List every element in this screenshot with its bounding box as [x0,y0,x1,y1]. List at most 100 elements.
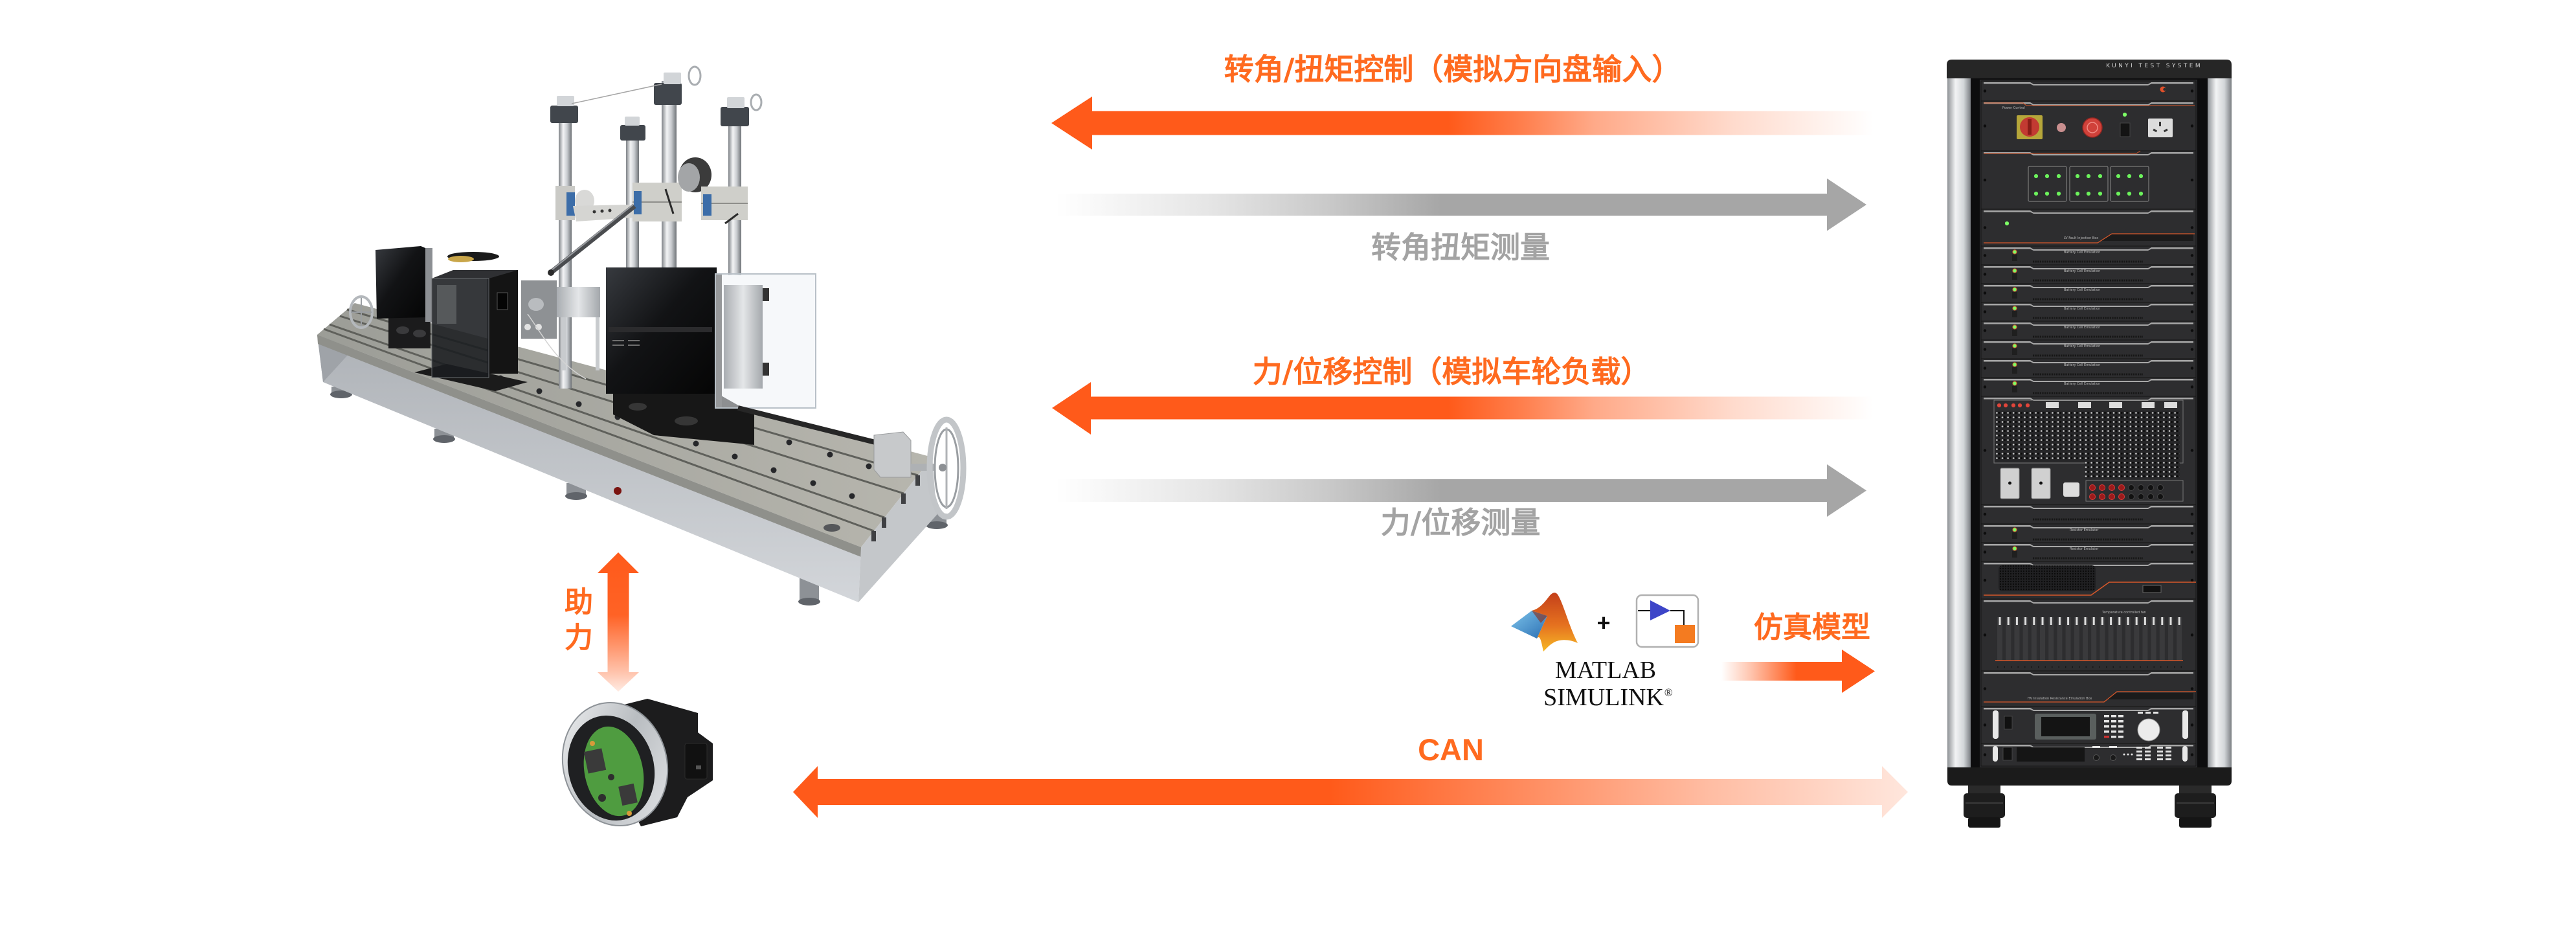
rack-terminal-matrix [1995,411,2180,462]
fan-slot [2006,617,2011,661]
matlab-label: MATLAB [1554,657,1657,684]
rack-battery-cell-panel: Battery Cell Emulation [1980,283,2197,303]
emergency-stop-button [2082,117,2103,138]
psu-key [2111,730,2116,733]
rack-top-cap [1947,60,2232,78]
rack-status-led [2116,174,2121,179]
rack-status-led [2033,174,2039,179]
rack-panel-label: Battery Cell Emulation [2064,382,2100,386]
rack-screw [1983,532,1987,535]
rack-lv-fault-injection-panel: LV Fault Injection Box [1980,209,2197,247]
fan-slot [2134,617,2140,661]
rack-screw [2190,578,2194,582]
column-wire [571,84,662,104]
registered-mark: ® [1664,686,1673,699]
rocker-switch [2120,122,2131,137]
psu-key [2118,725,2123,728]
fan-slot [2125,617,2131,661]
rack-brand-text: KUNYI TEST SYSTEM [2106,63,2202,69]
terminal-tag [2164,402,2177,408]
rack-screw [2190,687,2194,690]
simulation-model-arrow [1721,650,1875,693]
plus-sign: + [1596,609,1611,636]
indicator-group [2069,166,2109,202]
fan-slot [2022,617,2028,661]
rack-panel-rail [1984,247,2193,251]
column-caps [550,83,749,141]
rack-battery-cell-panel: Battery Cell Emulation [1980,264,2197,284]
rack-status-led [2086,191,2091,196]
rack-screw [1983,687,1987,690]
rack-status-led [2044,191,2050,196]
rack-status-led [2012,546,2017,551]
rack-panel-label: Battery Cell Emulation [2064,288,2100,292]
rack-panel-rail [1984,304,2193,307]
rack-relay-indicator-panel [1980,150,2197,210]
indicator-group [2110,166,2149,202]
ecu-chip [583,748,607,774]
rack-screw [1983,550,1987,554]
rack-status-led [2098,191,2103,196]
rack-status-led [2017,403,2022,408]
psu-knob [2137,718,2160,741]
rack-screw [2190,753,2194,756]
rack-battery-cell-panel: Battery Cell Emulation [1980,377,2197,397]
indicator-group [2028,166,2067,202]
banana-jack-black [2157,493,2164,500]
psu-key [2111,736,2116,738]
rack-panel-rail [1984,379,2193,382]
banana-jack-black [2138,493,2144,500]
banana-jack-red [2089,484,2096,491]
terminal-tag [2109,402,2122,408]
rack-panel-rail [1984,323,2193,326]
bench-ball-screw [737,405,934,478]
rack-screw [1983,385,1987,389]
round-connector [2063,482,2079,497]
rack-screw [1983,273,1987,276]
rack-screw [1983,329,1987,332]
rack-screw [1983,753,1987,756]
rack-status-led [2012,343,2017,348]
rack-status-led [2122,112,2127,117]
rack-screw [1983,310,1987,313]
rack-screw [2190,449,2194,452]
steering-measurement-label: 转角扭矩测量 [1371,230,1550,265]
rack-screw [1983,449,1987,452]
bed-top-edge [317,335,861,557]
simulation-model-label: 仿真模型 [1753,610,1870,644]
banana-jack-red [2118,493,2125,500]
rack-status-led [2012,381,2017,386]
rack-panel-label: Battery Cell Emulation [2064,251,2100,255]
rack-resistor-emulator-panel: Resistor Emulator [1980,542,2197,562]
rack-right-pillar [2208,75,2232,769]
matlab-logo-peak [1532,593,1578,651]
psu-key [2111,725,2116,728]
power-assist-arrow [598,552,639,692]
banana-jack-black [2157,484,2164,491]
rack-panel-label: Battery Cell Emulation [2064,345,2100,348]
bed-right-end [858,457,937,602]
rack-panel-label: Temperature controlled fan [2101,611,2146,615]
ecu-chip [618,783,638,806]
rack-resistor-emulator-panel: Resistor Emulator [1980,523,2197,543]
ecu-connector-plug [684,743,708,780]
can-bus-arrow [793,766,1908,818]
bench-steering-shaft [548,203,636,276]
simulink-output-block [1675,625,1695,643]
rack-status-led [2012,249,2017,255]
fan-slot [2014,617,2020,661]
rack-screw [2190,550,2194,554]
rack-screw [2190,226,2194,229]
banana-jack-black [2147,484,2154,491]
simulink-name: SIMULINK [1543,684,1664,711]
psu-key [2104,730,2109,733]
fan-slot [2083,617,2088,661]
rack-panel-rail [1984,341,2193,345]
rack-screw [2190,124,2194,128]
psu-key [2104,715,2109,718]
eps-ecu-image [561,699,713,827]
force-measurement-label: 力/位移测量 [1380,505,1541,540]
rack-screw [2190,310,2194,313]
rack-panel-rail [1984,82,2193,85]
